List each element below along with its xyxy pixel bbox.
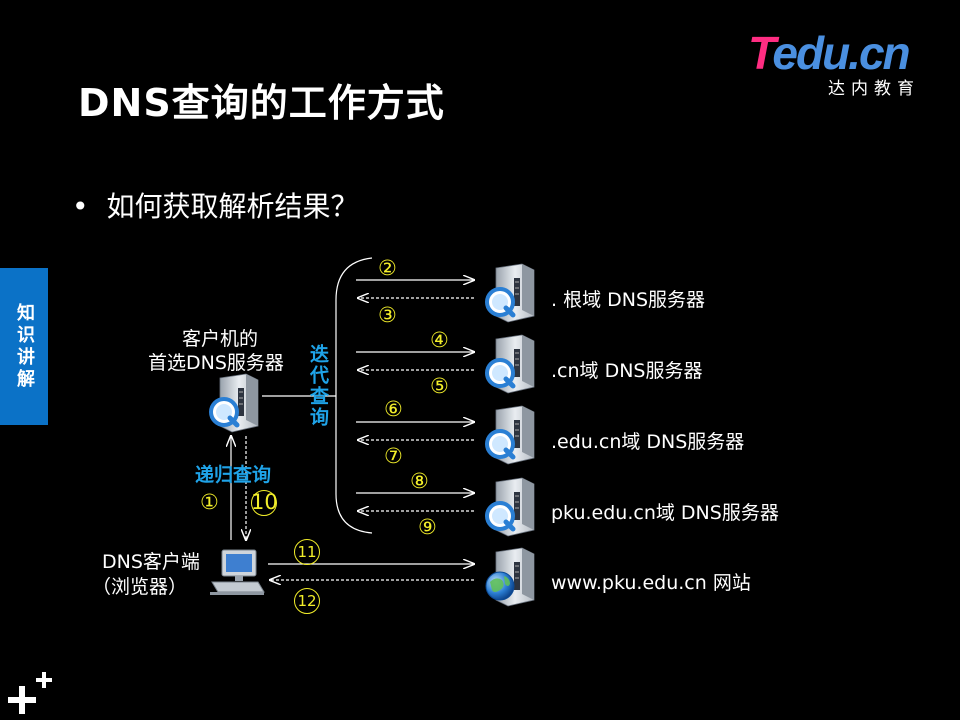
preferred-dns-label-line1: 客户机的 [181, 328, 258, 350]
step-number: ③ [378, 303, 397, 327]
dns-server-icon [482, 477, 535, 537]
client-label-line1: DNS客户端 [102, 551, 200, 573]
web-server-globe-icon [485, 547, 535, 607]
dns-server-icon [206, 373, 259, 433]
tedu-logo: Tedu.cn 达内教育 [748, 26, 938, 99]
client-label-line2: （浏览器） [92, 576, 188, 598]
logo-subtitle: 达内教育 [828, 79, 920, 99]
server-label-edu: .edu.cn域 DNS服务器 [551, 431, 745, 453]
website-label: www.pku.edu.cn 网站 [551, 572, 751, 594]
logo-wordmark: Tedu.cn [748, 26, 911, 80]
step-number-ring [251, 490, 277, 516]
logo-t: T [748, 27, 774, 79]
step-number: ④ [430, 328, 449, 352]
step-number: ⑥ [384, 397, 403, 421]
bullet-text: 如何获取解析结果？ [106, 190, 359, 223]
iterative-query-label: 迭代查询 [307, 344, 329, 428]
server-label-root: . 根域 DNS服务器 [551, 289, 706, 311]
dns-server-icon [482, 263, 535, 323]
step-number: ⑨ [418, 515, 437, 539]
step-number: ⑧ [410, 469, 429, 493]
iterative-bracket [335, 257, 373, 534]
side-tab-label: 知识讲解 [14, 302, 35, 391]
bullet-dot: • [72, 190, 89, 223]
step-number: 11 [294, 539, 320, 565]
step-number: ⑦ [384, 444, 403, 468]
dns-server-icon [482, 405, 535, 465]
dns-server-icon [482, 334, 535, 394]
server-label-cn: .cn域 DNS服务器 [551, 360, 703, 382]
plus-logo-icon [8, 672, 52, 714]
step-number: ① [200, 490, 219, 514]
client-computer-icon [210, 549, 265, 595]
recursive-query-label: 递归查询 [195, 464, 272, 486]
bullet-item: • 如何获取解析结果？ [72, 185, 359, 225]
logo-edu-cn: edu.cn [772, 27, 910, 79]
page-title: DNS查询的工作方式 [78, 81, 445, 125]
step-number: ② [378, 256, 397, 280]
step-number: 12 [294, 588, 320, 614]
side-tab: 知识讲解 [0, 268, 48, 425]
step-number: ⑤ [430, 374, 449, 398]
server-label-pku: pku.edu.cn域 DNS服务器 [551, 502, 779, 524]
preferred-dns-label-line2: 首选DNS服务器 [148, 352, 284, 374]
